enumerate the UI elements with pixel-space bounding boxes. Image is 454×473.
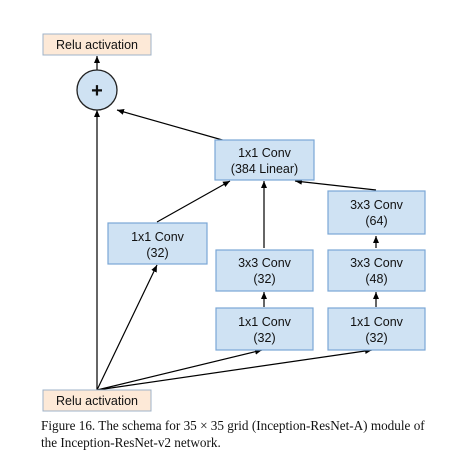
branch2-conv-1x1-32: 1x1 Conv (32) [215,307,314,351]
b3-conv3b-line1: 3x3 Conv [350,198,404,212]
edge-relu-to-b2 [96,348,263,391]
edge-relu-to-b1 [96,264,158,391]
b2-conv1-line1: 1x1 Conv [238,315,292,329]
relu-activation-bottom: Relu activation [42,389,152,412]
branch3-conv-3x3-48: 3x3 Conv (48) [327,249,426,292]
b2-conv1-line2: (32) [253,331,275,345]
conv-linear-line2: (384 Linear) [231,162,298,176]
conv-linear-line1: 1x1 Conv [238,146,292,160]
edge-relu-to-b3 [96,348,373,391]
edges [94,56,379,391]
branch1-conv-1x1-32: 1x1 Conv (32) [107,222,208,265]
b2-conv3-line1: 3x3 Conv [238,256,292,270]
conv-1x1-384-linear: 1x1 Conv (384 Linear) [214,139,315,181]
branch2-conv-3x3-32: 3x3 Conv (32) [215,249,314,292]
b2-conv3-line2: (32) [253,272,275,286]
relu-top-label: Relu activation [56,38,138,52]
edge-b1-to-linear [156,180,231,223]
relu-bottom-label: Relu activation [56,394,138,408]
b1-conv-line2: (32) [146,246,168,260]
relu-activation-top: Relu activation [42,33,152,56]
plus-icon: + [91,80,103,102]
branch3-conv-1x1-32: 1x1 Conv (32) [327,307,426,351]
b3-conv3a-line2: (48) [365,272,387,286]
edge-b3-to-linear [294,178,377,191]
b3-conv3b-line2: (64) [365,214,387,228]
b3-conv1-line2: (32) [365,331,387,345]
b3-conv3a-line1: 3x3 Conv [350,256,404,270]
add-node: + [76,69,118,111]
branch3-conv-3x3-64: 3x3 Conv (64) [327,190,426,235]
edge-linear-to-plus [116,109,234,144]
figure-caption: Figure 16. The schema for 35 × 35 grid (… [41,418,425,450]
b1-conv-line1: 1x1 Conv [131,230,185,244]
b3-conv1-line1: 1x1 Conv [350,315,404,329]
